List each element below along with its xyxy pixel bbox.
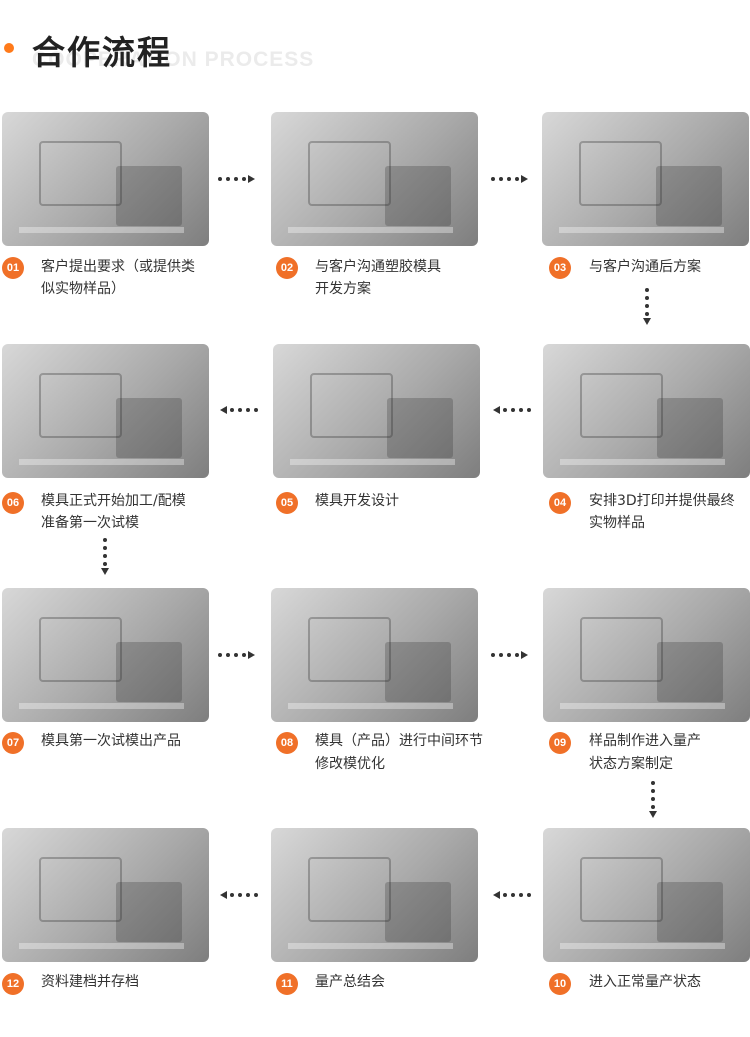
step-08-label-line2: 修改模优化 — [315, 756, 385, 772]
step-03-label-line1: 与客户沟通后方案 — [589, 259, 701, 275]
step-08-photo — [271, 588, 478, 722]
arrow-down-icon — [642, 288, 652, 328]
step-10-photo — [543, 828, 750, 962]
step-02-badge: 02 — [276, 257, 298, 279]
section-header: COOPERATION PROCESS 合作流程 — [0, 0, 750, 90]
step-04-label-line2: 实物样品 — [589, 515, 645, 531]
arrow-left-icon — [491, 405, 531, 415]
step-01-label-line2: 似实物样品） — [41, 281, 125, 297]
step-04-badge: 04 — [549, 492, 571, 514]
step-06-badge: 06 — [2, 492, 24, 514]
step-10-label-line1: 进入正常量产状态 — [589, 974, 701, 990]
step-04-label-line1: 安排3D打印并提供最终 — [589, 493, 735, 509]
step-02-photo — [271, 112, 478, 246]
arrow-down-icon — [648, 781, 658, 821]
step-12-label-line1: 资料建档并存档 — [41, 974, 139, 990]
arrow-right-icon — [218, 174, 258, 184]
step-11-photo — [271, 828, 478, 962]
arrow-down-icon — [100, 538, 110, 578]
step-09-photo — [543, 588, 750, 722]
section-title: 合作流程 — [32, 33, 172, 72]
arrow-left-icon — [218, 405, 258, 415]
step-01-label-line1: 客户提出要求（或提供类 — [41, 259, 195, 275]
step-05-badge: 05 — [276, 492, 298, 514]
step-07-badge: 07 — [2, 732, 24, 754]
step-10-badge: 10 — [549, 973, 571, 995]
arrow-right-icon — [218, 650, 258, 660]
step-11-label-line1: 量产总结会 — [315, 974, 385, 990]
arrow-left-icon — [491, 890, 531, 900]
step-06-label-line1: 模具正式开始加工/配模 — [41, 493, 186, 509]
step-05-photo — [273, 344, 480, 478]
step-07-photo — [2, 588, 209, 722]
step-09-label-line1: 样品制作进入量产 — [589, 733, 701, 749]
step-09-badge: 09 — [549, 732, 571, 754]
step-02-label-line1: 与客户沟通塑胶模具 — [315, 259, 441, 275]
step-01-photo — [2, 112, 209, 246]
step-08-label-line1: 模具（产品）进行中间环节 — [315, 733, 483, 749]
step-04-photo — [543, 344, 750, 478]
step-06-label-line2: 准备第一次试模 — [41, 515, 139, 531]
section-subtitle: COOPERATION PROCESS — [32, 48, 315, 71]
step-07-label-line1: 模具第一次试模出产品 — [41, 733, 181, 749]
step-11-badge: 11 — [276, 973, 298, 995]
step-02-label-line2: 开发方案 — [315, 281, 371, 297]
arrow-right-icon — [491, 174, 531, 184]
step-03-photo — [542, 112, 749, 246]
arrow-right-icon — [491, 650, 531, 660]
step-12-photo — [2, 828, 209, 962]
step-01-badge: 01 — [2, 257, 24, 279]
step-08-badge: 08 — [276, 732, 298, 754]
step-06-photo — [2, 344, 209, 478]
step-03-badge: 03 — [549, 257, 571, 279]
step-12-badge: 12 — [2, 973, 24, 995]
step-05-label-line1: 模具开发设计 — [315, 493, 399, 509]
bullet-dot — [4, 43, 14, 53]
step-09-label-line2: 状态方案制定 — [589, 756, 673, 772]
arrow-left-icon — [218, 890, 258, 900]
